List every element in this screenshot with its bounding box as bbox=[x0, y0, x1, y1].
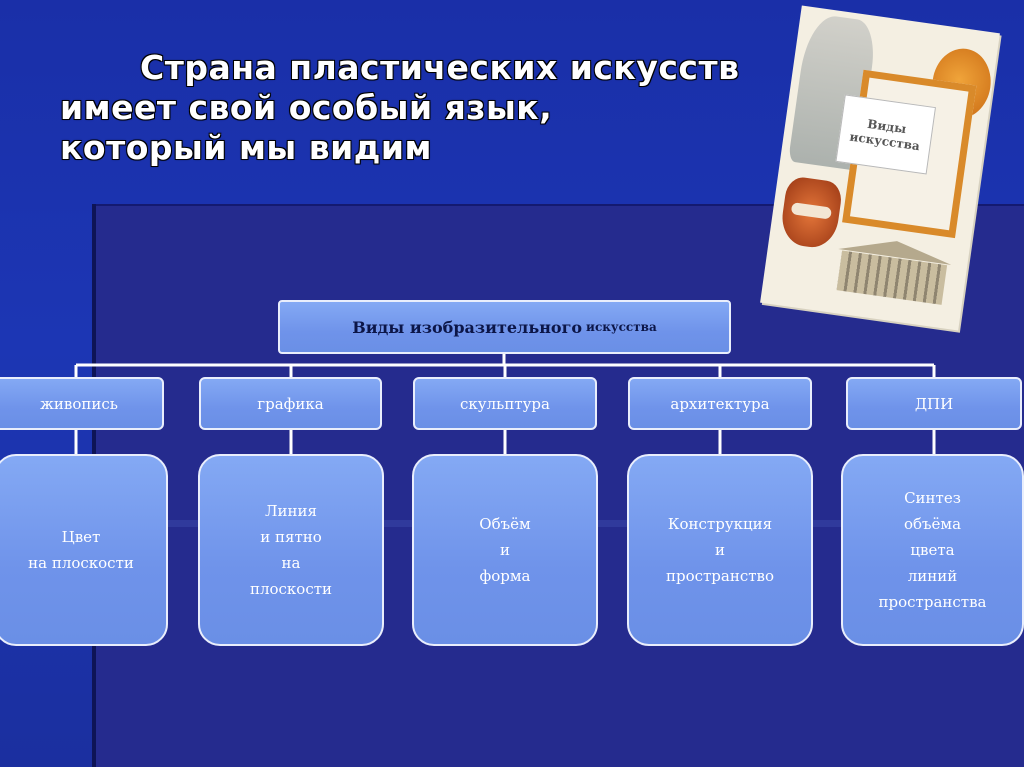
category-label: архитектура bbox=[670, 394, 770, 413]
category-node-graphics: графика bbox=[199, 377, 382, 430]
description-node-dpi: Синтез объёма цвета линий пространства bbox=[841, 454, 1024, 646]
title-line-1: Страна пластических искусств bbox=[140, 48, 740, 87]
description-node-sculpture: Объём и форма bbox=[412, 454, 598, 646]
category-label: графика bbox=[257, 394, 324, 413]
category-node-dpi: ДПИ bbox=[846, 377, 1022, 430]
description-line: на bbox=[281, 554, 301, 572]
description-line: и пятно bbox=[260, 528, 322, 546]
description-line: плоскости bbox=[249, 580, 333, 598]
category-node-sculpture: скульптура bbox=[413, 377, 597, 430]
description-line: цвета bbox=[910, 541, 955, 559]
category-label: ДПИ bbox=[914, 394, 954, 413]
root-node-small-label: искусства bbox=[586, 320, 657, 334]
description-node-architecture: Конструкция и пространство bbox=[627, 454, 813, 646]
root-node: Виды изобразительного искусства bbox=[278, 300, 731, 354]
description-line: на плоскости bbox=[28, 554, 134, 572]
description-line: форма bbox=[479, 567, 531, 585]
description-line: и bbox=[500, 541, 510, 559]
category-node-architecture: архитектура bbox=[628, 377, 812, 430]
title-line-2: имеет свой особый язык, bbox=[60, 88, 553, 127]
description-node-painting: Цвет на плоскости bbox=[0, 454, 168, 646]
description-line: и bbox=[715, 541, 725, 559]
description-line: пространство bbox=[665, 567, 775, 585]
category-label: живопись bbox=[40, 394, 118, 413]
description-line: Конструкция bbox=[667, 515, 773, 533]
description-line: Синтез bbox=[904, 489, 961, 507]
category-node-painting: живопись bbox=[0, 377, 164, 430]
description-line: линий bbox=[907, 567, 958, 585]
description-line: Цвет bbox=[61, 528, 101, 546]
title-line-3: который мы видим bbox=[60, 128, 432, 167]
description-node-graphics: Линия и пятно на плоскости bbox=[198, 454, 384, 646]
description-line: Линия bbox=[265, 502, 317, 520]
category-label: скульптура bbox=[460, 394, 550, 413]
root-node-main-label: Виды изобразительного bbox=[352, 317, 583, 337]
description-line: объёма bbox=[903, 515, 962, 533]
description-line: пространства bbox=[878, 593, 987, 611]
panel-top-edge bbox=[92, 204, 1024, 206]
slide-title: Страна пластических искусств имеет свой … bbox=[60, 48, 780, 168]
description-line: Объём bbox=[479, 515, 531, 533]
